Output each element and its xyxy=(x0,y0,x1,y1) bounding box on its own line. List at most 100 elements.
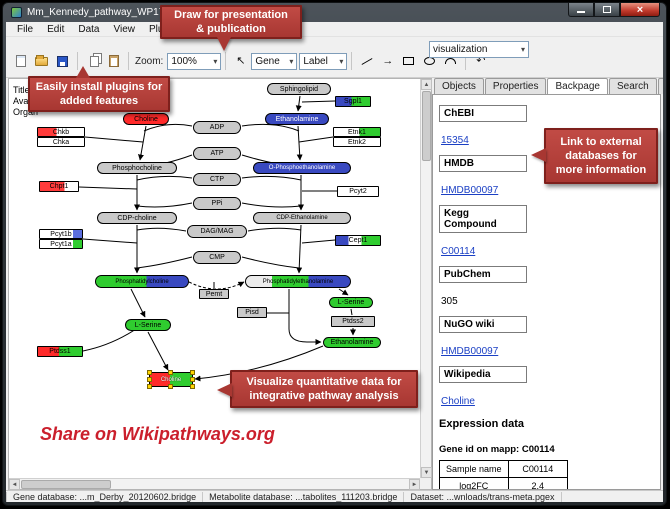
pathway-node-phosphatidylcholine[interactable]: Phosphatidylcholine xyxy=(95,275,189,288)
scroll-left-icon[interactable]: ◄ xyxy=(9,479,20,490)
nugo-link[interactable]: HMDB00097 xyxy=(441,346,499,357)
toolbar: Zoom: 100% ▾ ↖ Gene ▾ Label ▾ → xyxy=(6,37,663,78)
selection-handle[interactable] xyxy=(147,384,152,389)
minimize-button[interactable] xyxy=(568,3,594,17)
pathway-node-ethanolamine[interactable]: Ethanolamine xyxy=(265,113,329,125)
kegg-link[interactable]: C00114 xyxy=(441,246,476,257)
new-button[interactable] xyxy=(10,50,31,72)
pathway-node-chpt1[interactable]: Chpt1 xyxy=(39,181,79,192)
pathway-node-chka[interactable]: Chka xyxy=(37,137,85,147)
arrow-tool-button[interactable]: → xyxy=(377,50,398,72)
maximize-icon xyxy=(603,6,611,13)
pathway-node-o-phosphoethanolamine[interactable]: O-Phosphoethanolamine xyxy=(253,162,351,174)
selection-handle[interactable] xyxy=(190,370,195,375)
toolbar-separator xyxy=(351,52,353,70)
table-cell: log2FC xyxy=(439,477,509,489)
pathway-node-cept1[interactable]: Cept1 xyxy=(335,235,381,246)
pathway-node-ptdss1[interactable]: Ptdss1 xyxy=(37,346,83,357)
tab-properties[interactable]: Properties xyxy=(484,78,547,94)
new-file-icon xyxy=(15,55,26,67)
maximize-button[interactable] xyxy=(594,3,620,17)
line-tool-button[interactable] xyxy=(356,50,377,72)
arc-tool-button[interactable] xyxy=(440,50,461,72)
pathway-node-pcyt1a[interactable]: Pcyt1a xyxy=(39,239,83,249)
pathway-node-ptdss2[interactable]: Ptdss2 xyxy=(331,316,375,327)
pathway-node-sgpl1[interactable]: Sgpl1 xyxy=(335,96,371,107)
menu-file[interactable]: File xyxy=(17,23,34,35)
rectangle-tool-button[interactable] xyxy=(398,50,419,72)
scroll-down-icon[interactable]: ▼ xyxy=(421,467,432,478)
pathway-node-phosphocholine[interactable]: Phosphocholine xyxy=(97,162,177,174)
pathway-node-pcyt1b[interactable]: Pcyt1b xyxy=(39,229,83,239)
chebi-link[interactable]: 15354 xyxy=(441,135,469,146)
pathway-node-ppi[interactable]: PPi xyxy=(193,197,241,210)
pathway-node-chkb[interactable]: Chkb xyxy=(37,127,85,137)
hmdb-link[interactable]: HMDB00097 xyxy=(441,185,499,196)
tab-backpage[interactable]: Backpage xyxy=(547,78,608,94)
undo-button[interactable]: ↶ xyxy=(470,50,491,72)
tab-objects[interactable]: Objects xyxy=(434,78,484,94)
scroll-up-icon[interactable]: ▲ xyxy=(421,79,432,90)
selection-handle[interactable] xyxy=(190,376,195,382)
pathway-node-atp[interactable]: ATP xyxy=(193,147,241,160)
pathway-node-l-serine-left[interactable]: L-Serine xyxy=(125,319,171,331)
menu-view[interactable]: View xyxy=(113,23,135,35)
toolbar-separator xyxy=(77,52,78,70)
scroll-right-icon[interactable]: ► xyxy=(409,479,420,490)
horizontal-scroll-thumb[interactable] xyxy=(21,480,111,489)
pathway-node-cdp-choline[interactable]: CDP-choline xyxy=(97,212,177,224)
title-bar[interactable]: Mm_Kennedy_pathway_WP1771_45176.gpml × xyxy=(3,3,666,22)
pathway-node-etnk1[interactable]: Etnk1 xyxy=(333,127,381,137)
open-button[interactable] xyxy=(31,50,52,72)
callout-pointer-icon xyxy=(217,37,231,51)
vertical-scroll-thumb[interactable] xyxy=(422,91,431,161)
chevron-down-icon: ▾ xyxy=(213,56,218,66)
pathway-node-sphingolipid[interactable]: Sphingolipid xyxy=(267,83,331,95)
close-button[interactable]: × xyxy=(620,3,660,17)
toolbar-separator xyxy=(465,52,467,70)
selection-tool-button[interactable]: ↖ xyxy=(230,50,251,72)
pathway-node-ctp[interactable]: CTP xyxy=(193,173,241,186)
callout-line: Visualize quantitative data for xyxy=(246,376,402,388)
pathway-node-pcyt2[interactable]: Pcyt2 xyxy=(337,186,379,197)
pathway-node-cmp[interactable]: CMP xyxy=(193,251,241,264)
pathway-node-adp[interactable]: ADP xyxy=(193,121,241,134)
datanode-combo[interactable]: Gene ▾ xyxy=(251,52,298,70)
table-row: log2FC 2.4 xyxy=(439,477,569,489)
selection-handle[interactable] xyxy=(190,384,195,389)
canvas-horizontal-scrollbar[interactable]: ◄ ► xyxy=(9,478,420,490)
label-combo[interactable]: Label ▾ xyxy=(299,52,348,70)
tab-legend[interactable]: Legend xyxy=(657,78,663,94)
callout-line: databases for xyxy=(565,150,637,162)
callout-visualize-data: Visualize quantitative data for integrat… xyxy=(217,370,418,408)
wikipedia-link[interactable]: Choline xyxy=(441,396,475,407)
selection-handle[interactable] xyxy=(147,376,152,382)
menu-data[interactable]: Data xyxy=(78,23,100,35)
pathway-node-pemt[interactable]: Pemt xyxy=(199,289,229,299)
pathway-node-etnk2[interactable]: Etnk2 xyxy=(333,137,381,147)
pathway-node-dag-mag[interactable]: DAG/MAG xyxy=(187,225,247,238)
oval-icon xyxy=(424,57,436,65)
pathway-node-l-serine-right[interactable]: L-Serine xyxy=(329,297,373,308)
pathway-node-cdp-ethanolamine[interactable]: CDP-Ethanolamine xyxy=(253,212,351,224)
visualization-combo[interactable]: visualization ▾ xyxy=(429,41,529,58)
selection-handle[interactable] xyxy=(168,384,173,389)
menu-edit[interactable]: Edit xyxy=(47,23,65,35)
zoom-combo[interactable]: 100% ▾ xyxy=(167,52,222,70)
pathway-node-ethanolamine-2[interactable]: Ethanolamine xyxy=(323,337,381,348)
selection-handle[interactable] xyxy=(147,370,152,375)
canvas-vertical-scrollbar[interactable]: ▲ ▼ xyxy=(420,79,432,478)
pathway-node-phosphatidylethanolamine[interactable]: Phosphatidylethanolamine xyxy=(245,275,351,288)
pathway-node-choline[interactable]: Choline xyxy=(123,113,169,125)
paste-button[interactable] xyxy=(103,50,124,72)
pathway-node-choline-selected[interactable]: Choline xyxy=(147,370,195,389)
save-button[interactable] xyxy=(52,50,73,72)
menu-bar: File Edit Data View Plugins Help xyxy=(6,22,663,37)
selection-handle[interactable] xyxy=(168,370,173,375)
pathway-node-pisd[interactable]: Pisd xyxy=(237,307,267,318)
tab-search[interactable]: Search xyxy=(608,78,657,94)
copy-button[interactable] xyxy=(82,50,103,72)
callout-pointer-icon xyxy=(217,383,232,397)
callout-line: Draw for presentation xyxy=(174,9,288,21)
